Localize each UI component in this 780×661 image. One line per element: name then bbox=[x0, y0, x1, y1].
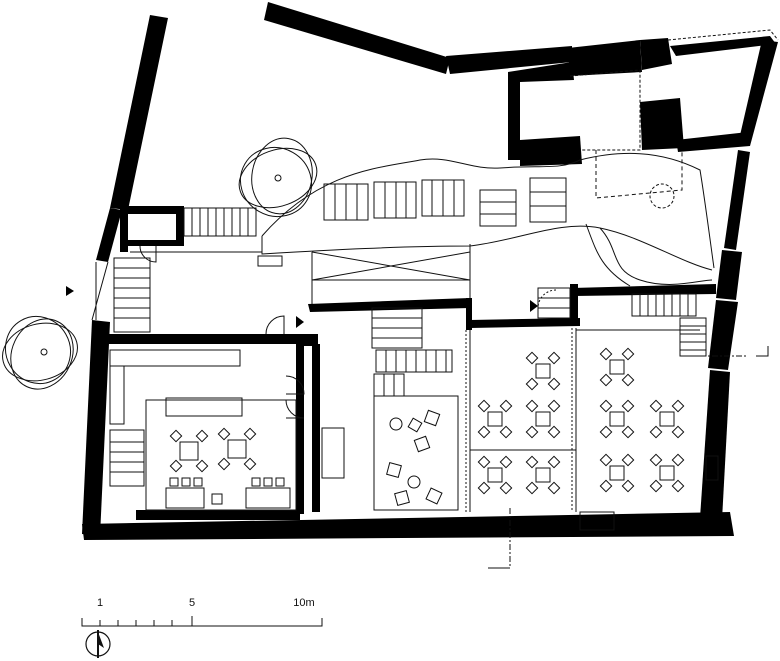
courtyard-benches bbox=[257, 177, 567, 267]
table-set bbox=[599, 453, 635, 493]
tree-icon-1 bbox=[238, 137, 318, 218]
courtyard-linework bbox=[91, 29, 779, 512]
section-markers bbox=[488, 346, 769, 569]
table-set bbox=[525, 455, 561, 495]
scale-label-5: 5 bbox=[189, 597, 195, 609]
scale-label-10m: 10m bbox=[293, 597, 314, 609]
tables-bar bbox=[165, 427, 291, 509]
stairs bbox=[109, 207, 707, 487]
bar-room bbox=[109, 245, 557, 511]
table-set bbox=[599, 347, 635, 387]
tree-icon-2 bbox=[2, 315, 78, 390]
scale-label-1: 1 bbox=[97, 597, 103, 609]
exterior-walls bbox=[82, 2, 778, 540]
tables-restaurant bbox=[477, 347, 719, 531]
lounge bbox=[373, 395, 459, 511]
table-set bbox=[525, 399, 561, 439]
table-set bbox=[477, 399, 513, 439]
table-set bbox=[525, 351, 561, 391]
scale-bar: 1 5 10m bbox=[81, 597, 323, 627]
entrance-triangle-icon bbox=[66, 286, 538, 328]
table-set bbox=[477, 455, 513, 495]
table-set bbox=[649, 453, 685, 493]
table-set bbox=[649, 399, 685, 439]
table-set bbox=[599, 399, 635, 439]
north-arrow-icon bbox=[85, 630, 111, 658]
